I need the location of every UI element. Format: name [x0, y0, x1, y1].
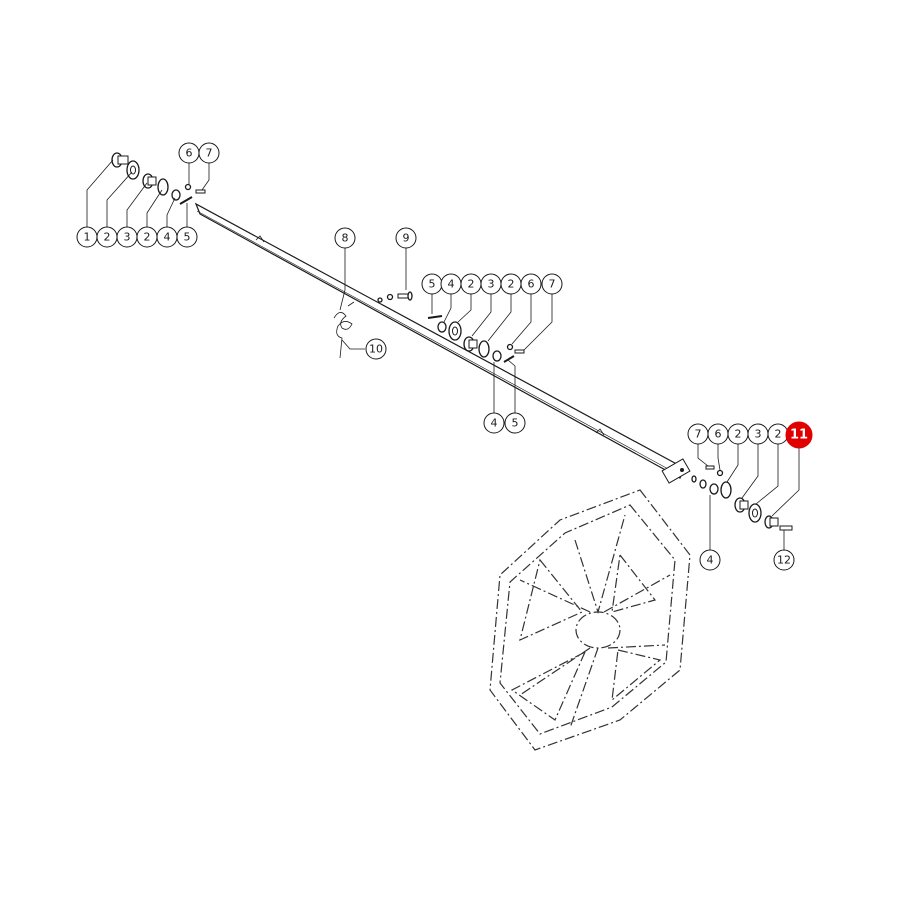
callout-1: 1 [76, 226, 98, 248]
callout-9: 9 [395, 227, 417, 249]
callout-2: 2 [500, 273, 522, 295]
callout-3: 3 [747, 423, 769, 445]
callout-4: 4 [440, 273, 462, 295]
callout-10: 10 [365, 338, 387, 360]
callout-4: 4 [483, 412, 505, 434]
svg-text:9: 9 [403, 232, 410, 245]
svg-text:2: 2 [104, 231, 111, 244]
callout-6: 6 [707, 423, 729, 445]
svg-text:7: 7 [695, 428, 702, 441]
svg-text:6: 6 [715, 428, 722, 441]
svg-text:5: 5 [184, 231, 191, 244]
svg-text:6: 6 [186, 147, 193, 160]
reel-wheel [489, 489, 691, 751]
callout-5: 5 [421, 273, 443, 295]
callout-2: 2 [767, 423, 789, 445]
svg-text:3: 3 [124, 231, 131, 244]
svg-text:12: 12 [777, 554, 791, 567]
svg-text:4: 4 [164, 231, 171, 244]
shaft [194, 202, 691, 484]
callout-4: 4 [699, 549, 721, 571]
callout-6: 6 [178, 142, 200, 164]
svg-text:5: 5 [429, 278, 436, 291]
callout-2: 2 [136, 226, 158, 248]
svg-text:2: 2 [775, 428, 782, 441]
svg-text:5: 5 [512, 417, 519, 430]
callout-2: 2 [460, 273, 482, 295]
svg-text:7: 7 [549, 278, 556, 291]
svg-text:2: 2 [735, 428, 742, 441]
svg-text:4: 4 [707, 554, 714, 567]
callout-8: 8 [334, 227, 356, 249]
svg-text:3: 3 [488, 278, 495, 291]
center-bolt-assembly [377, 291, 413, 303]
callout-11-highlighted[interactable]: 11 [785, 421, 813, 449]
svg-text:2: 2 [144, 231, 151, 244]
callout-5: 5 [504, 412, 526, 434]
callout-3: 3 [480, 273, 502, 295]
svg-text:8: 8 [342, 232, 349, 245]
right-bearing-assembly [691, 465, 793, 531]
svg-text:4: 4 [448, 278, 455, 291]
callout-2: 2 [96, 226, 118, 248]
leader-lines [86, 159, 800, 550]
spring-part [333, 301, 355, 359]
callout-7: 7 [541, 273, 563, 295]
callout-7: 7 [687, 423, 709, 445]
svg-text:4: 4 [491, 417, 498, 430]
svg-text:2: 2 [468, 278, 475, 291]
svg-text:1: 1 [84, 231, 91, 244]
callout-3: 3 [116, 226, 138, 248]
svg-text:3: 3 [755, 428, 762, 441]
callout-7: 7 [198, 142, 220, 164]
callout-12: 12 [773, 549, 795, 571]
callout-4: 4 [156, 226, 178, 248]
svg-text:2: 2 [508, 278, 515, 291]
svg-text:7: 7 [206, 147, 213, 160]
svg-text:6: 6 [528, 278, 535, 291]
svg-text:10: 10 [369, 343, 383, 356]
callout-5: 5 [176, 226, 198, 248]
callout-6: 6 [520, 273, 542, 295]
callout-2: 2 [727, 423, 749, 445]
center-bearing-assembly [427, 315, 525, 363]
svg-text:11: 11 [790, 428, 808, 443]
